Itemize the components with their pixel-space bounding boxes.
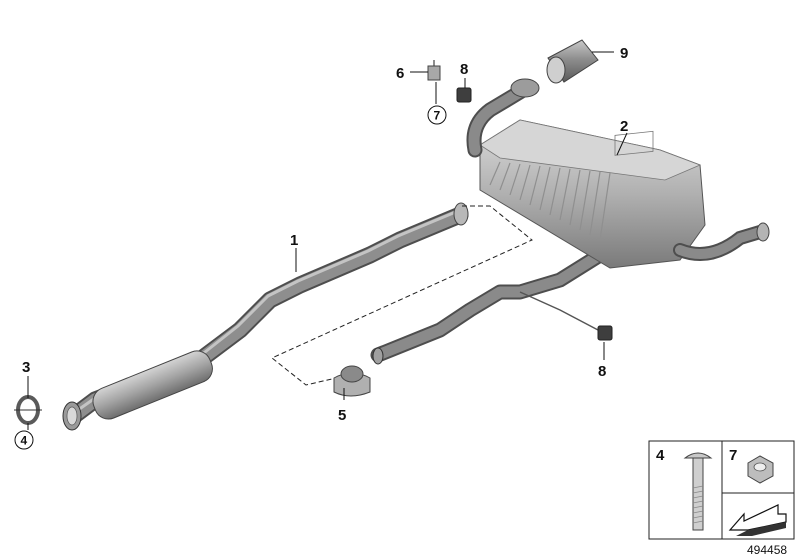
tailpipe-trim <box>546 39 599 84</box>
callout-7: 7 <box>434 109 441 123</box>
callout-9: 9 <box>620 45 628 62</box>
legend-item-4-label: 4 <box>656 447 665 464</box>
callout-5: 5 <box>338 407 346 424</box>
assembly-dashed-lines <box>271 205 533 386</box>
legend-item-7-label: 7 <box>729 447 737 464</box>
front-muffler <box>92 350 213 420</box>
callout-6: 6 <box>396 65 404 82</box>
callout-4-circle <box>14 430 34 450</box>
pipe-clamp <box>14 395 42 425</box>
rubber-mount-upper <box>456 87 472 103</box>
rear-muffler <box>479 119 706 269</box>
document-number: 494458 <box>747 543 787 557</box>
rubber-mount-lower <box>597 325 613 341</box>
hardware-legend: 4 7 <box>648 440 795 540</box>
leader-lines <box>27 51 628 430</box>
rear-pipe <box>370 227 628 365</box>
callout-2: 2 <box>620 118 628 135</box>
nut-icon <box>747 455 774 484</box>
callout-labels: 1 2 3 4 5 6 7 8 8 9 <box>14 45 628 450</box>
callout-8-upper: 8 <box>460 61 468 78</box>
bolt-icon <box>683 452 713 531</box>
saddle-clamp <box>333 365 371 397</box>
callout-3: 3 <box>22 359 30 376</box>
muffler-inlet-pipe <box>466 78 540 158</box>
arrow-icon <box>728 504 787 536</box>
callout-7-circle <box>427 105 447 125</box>
callout-1: 1 <box>290 232 298 249</box>
front-pipe <box>62 202 469 431</box>
hanger-bracket <box>427 60 441 81</box>
callout-8-lower: 8 <box>598 363 606 380</box>
callout-4: 4 <box>21 434 28 448</box>
muffler-outlet-pipe <box>673 222 770 261</box>
